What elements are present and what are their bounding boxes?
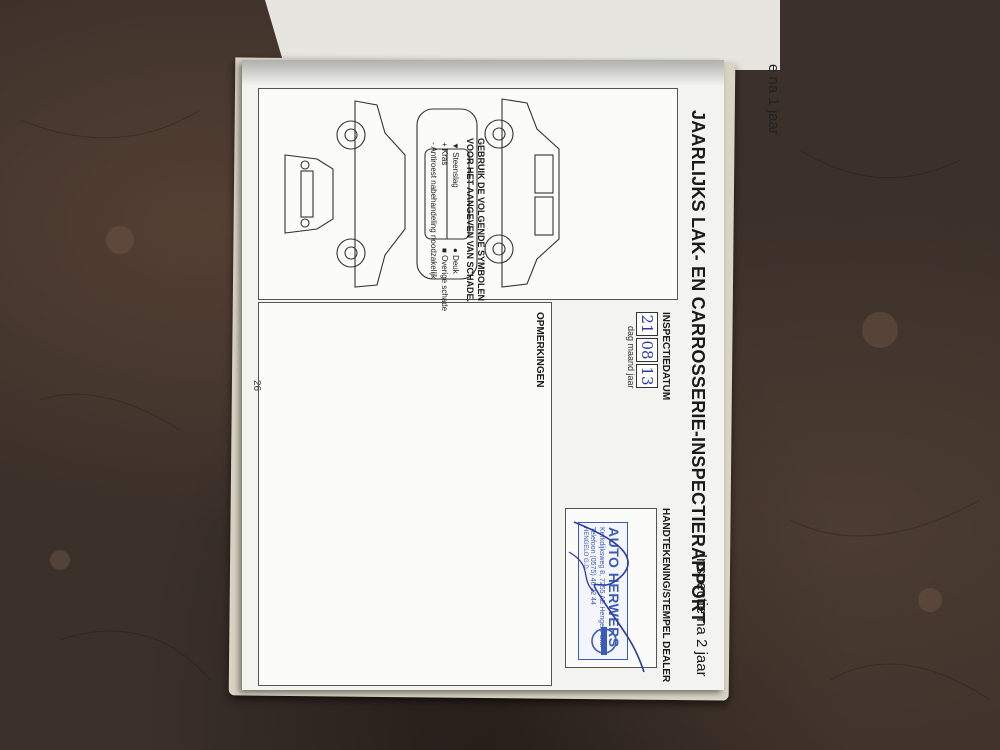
date-caption: dag maand jaar (626, 326, 636, 389)
spine-shadow (242, 60, 724, 86)
page-content: e na 1 jaar JAARLIJKS LAK- EN CARROSSERI… (244, 62, 782, 690)
date-year-field[interactable]: 13 (636, 364, 658, 388)
suv-car-side-view (484, 98, 560, 288)
date-month-field[interactable]: 08 (636, 338, 658, 362)
inspection-date-label: INSPECTIEDATUM (660, 312, 671, 401)
page-title: JAARLIJKS LAK- EN CARROSSERIE-INSPECTIER… (688, 110, 708, 624)
sedan-car-side-view (336, 100, 406, 288)
legend-item-steenslag: ▼ Steenslag (451, 142, 460, 188)
sedan-car-top-view (416, 108, 478, 280)
remarks-box[interactable] (258, 302, 552, 686)
legend-title-line2: VOOR HET AANGEVEN VAN SCHADE. (465, 138, 475, 303)
plus-icon: + (440, 142, 449, 147)
previous-page-title: e na 1 jaar (765, 64, 782, 135)
vehicle-diagram-panel (258, 88, 678, 300)
dealer-signature-scribble (568, 521, 645, 673)
legend-item-kras: + Kras (440, 142, 449, 166)
legend-item-overige-schade: ■ Overige schade (440, 248, 449, 312)
square-icon: ■ (440, 248, 449, 253)
inspection-date-fields: 21 08 13 (636, 312, 658, 388)
inspection-period-label: Inspectie na 2 jaar (693, 554, 710, 677)
legend-item-deuk: ● Deuk (451, 248, 460, 274)
legend-title-line1: GEBRUIK DE VOLGENDE SYMBOLEN (476, 138, 486, 302)
date-day-field[interactable]: 21 (636, 312, 658, 336)
legend-item-antiroest: - Antiroest nabehandeling noodzakelijk (429, 142, 438, 279)
dealer-stamp: AUTO HERWERS Kerkdijksweg 8, 7255 AE Hen… (578, 522, 628, 660)
page-number: 26 (251, 380, 262, 392)
vehicle-outlines-diagram (284, 98, 560, 288)
sedan-car-front-view (284, 154, 334, 234)
triangle-down-icon: ▼ (451, 142, 460, 150)
dot-icon: ● (451, 248, 460, 253)
dash-icon: - (429, 142, 438, 145)
remarks-label: OPMERKINGEN (534, 312, 545, 388)
nissan-logo-icon (591, 627, 617, 655)
